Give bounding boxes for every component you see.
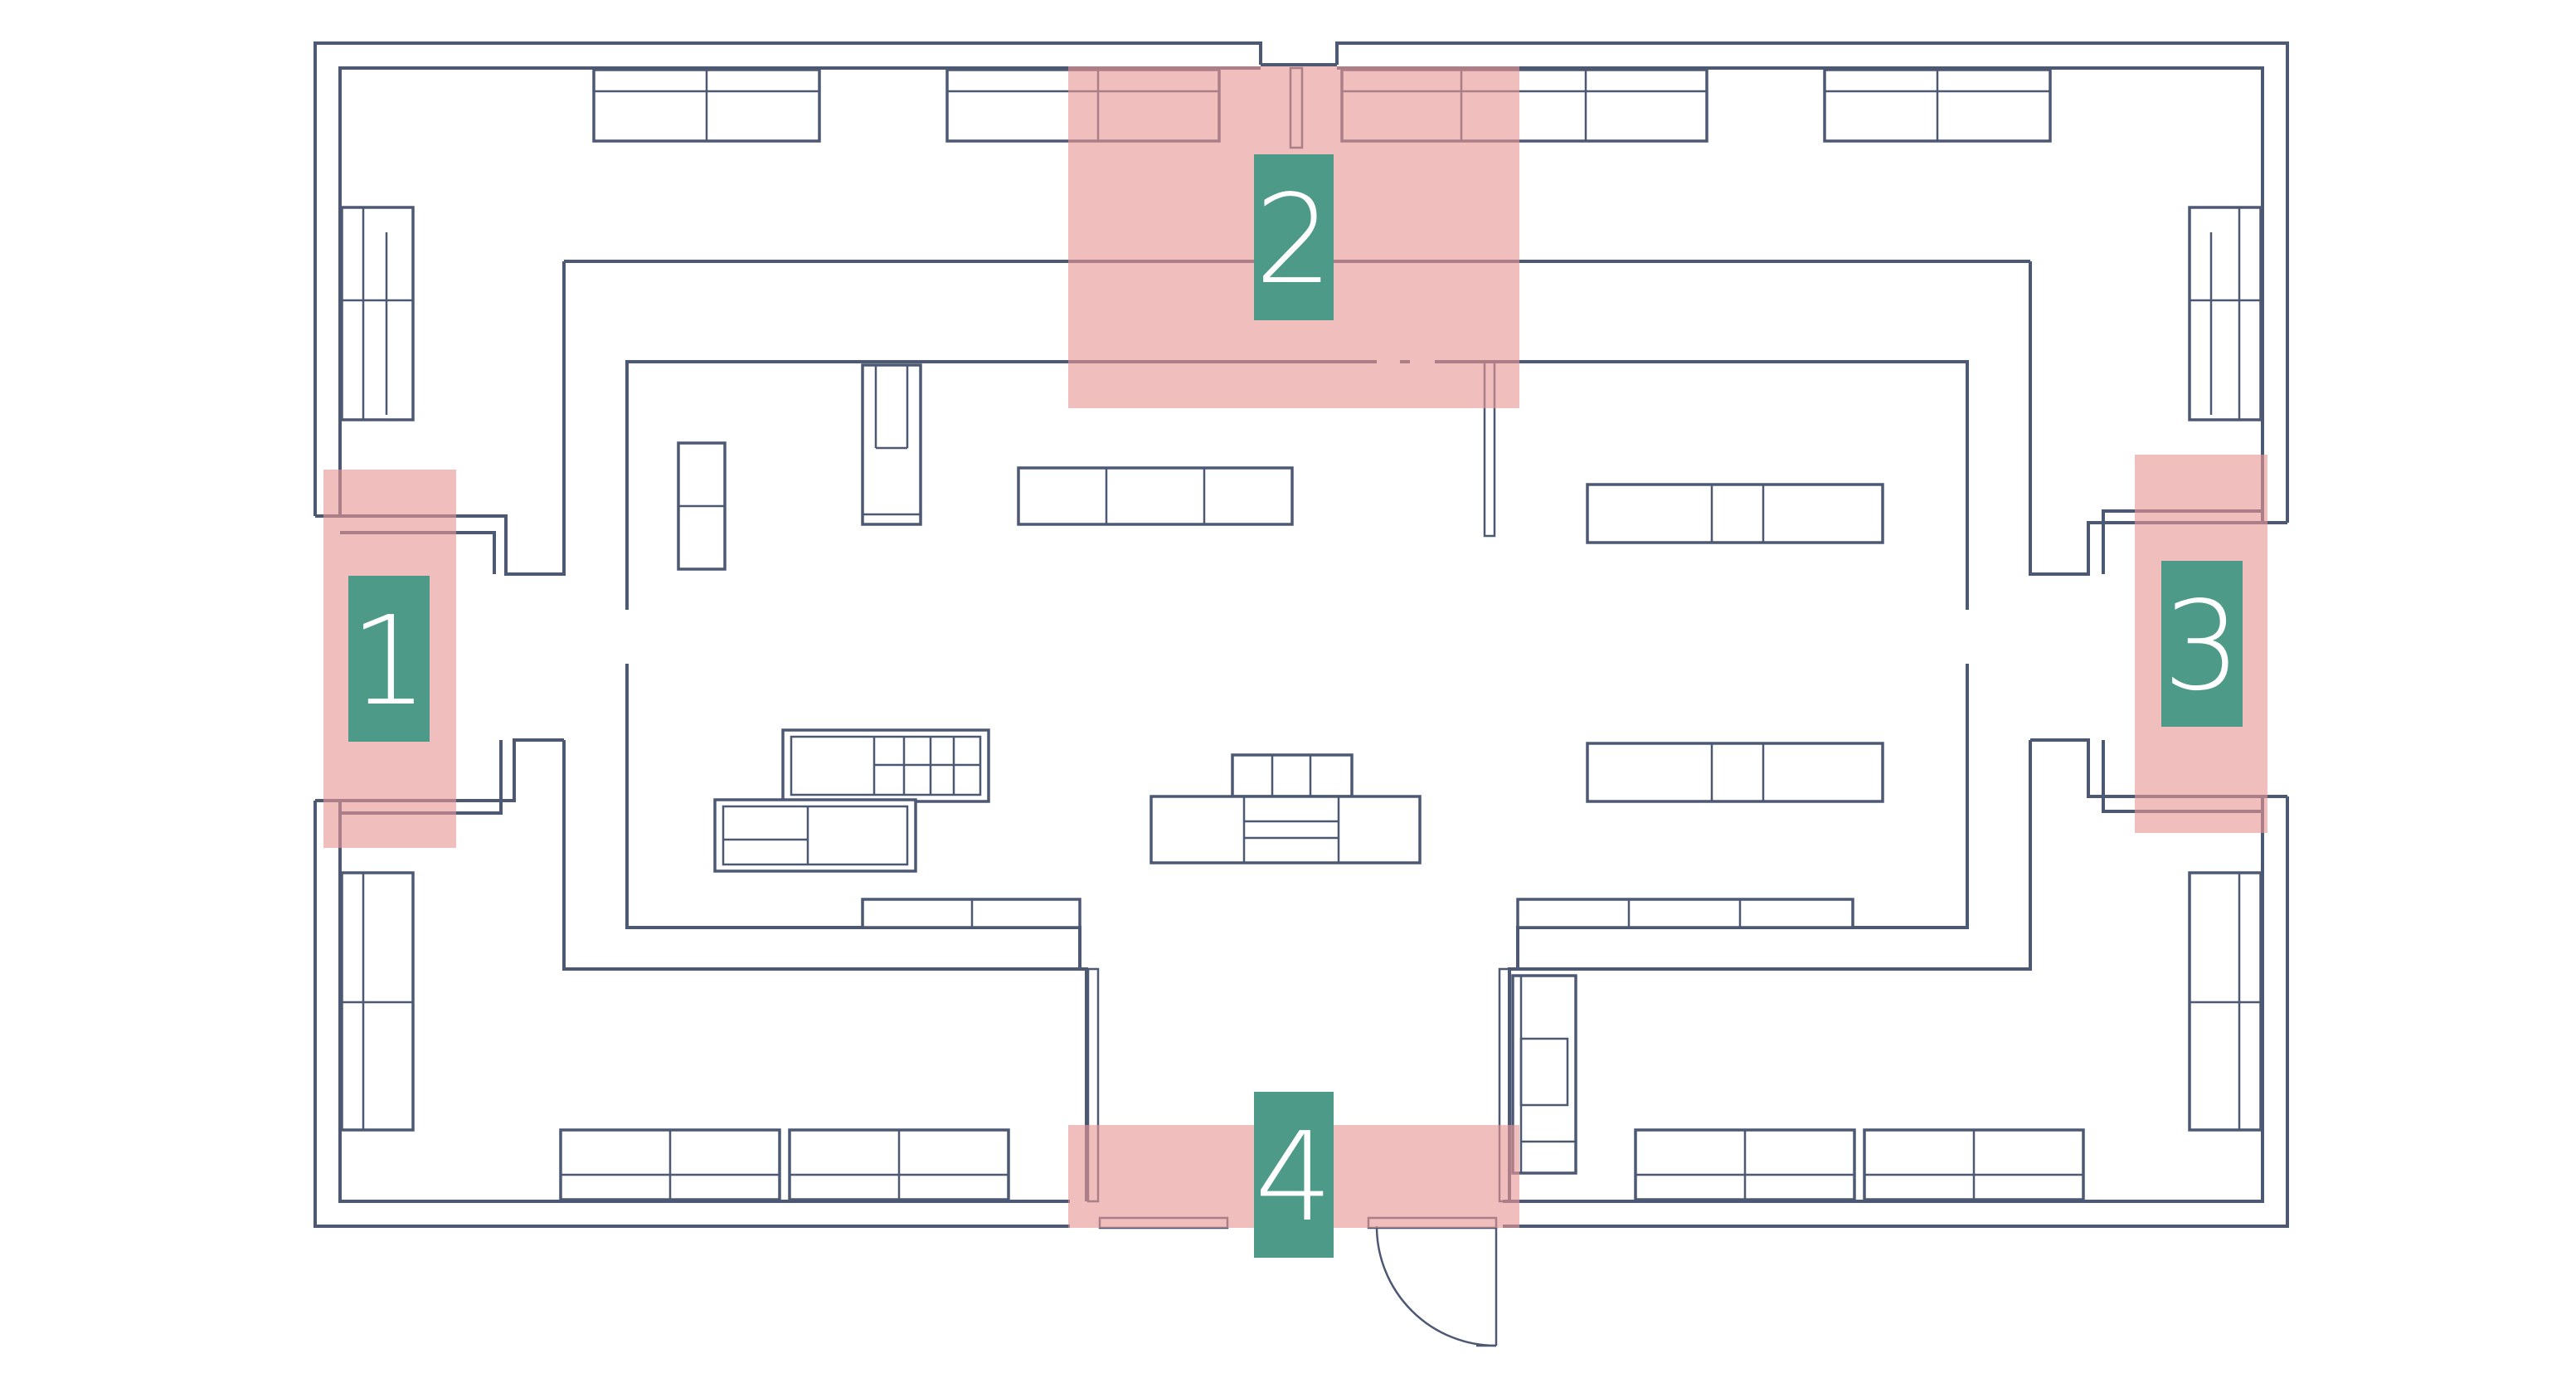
inner-room-wall bbox=[625, 360, 1969, 969]
wall-shelves-bottom bbox=[559, 1128, 2085, 1201]
zone-2: 2 bbox=[1068, 66, 1519, 408]
zone-4: 4 bbox=[1068, 1092, 1519, 1258]
zone-2-badge: 2 bbox=[1254, 154, 1334, 320]
zone-3-badge: 3 bbox=[2161, 561, 2243, 727]
zone-4-badge: 4 bbox=[1254, 1092, 1334, 1258]
zone-3-label: 3 bbox=[2163, 575, 2241, 718]
zone-2-label: 2 bbox=[1255, 168, 1333, 311]
display-tables bbox=[677, 363, 1884, 1175]
zone-1-badge: 1 bbox=[348, 576, 430, 742]
zone-3: 3 bbox=[2135, 455, 2267, 833]
wall-shelves-sides bbox=[340, 206, 2263, 1132]
zone-1-label: 1 bbox=[350, 590, 428, 733]
zone-4-label: 4 bbox=[1255, 1106, 1333, 1249]
zone-1: 1 bbox=[323, 470, 456, 848]
